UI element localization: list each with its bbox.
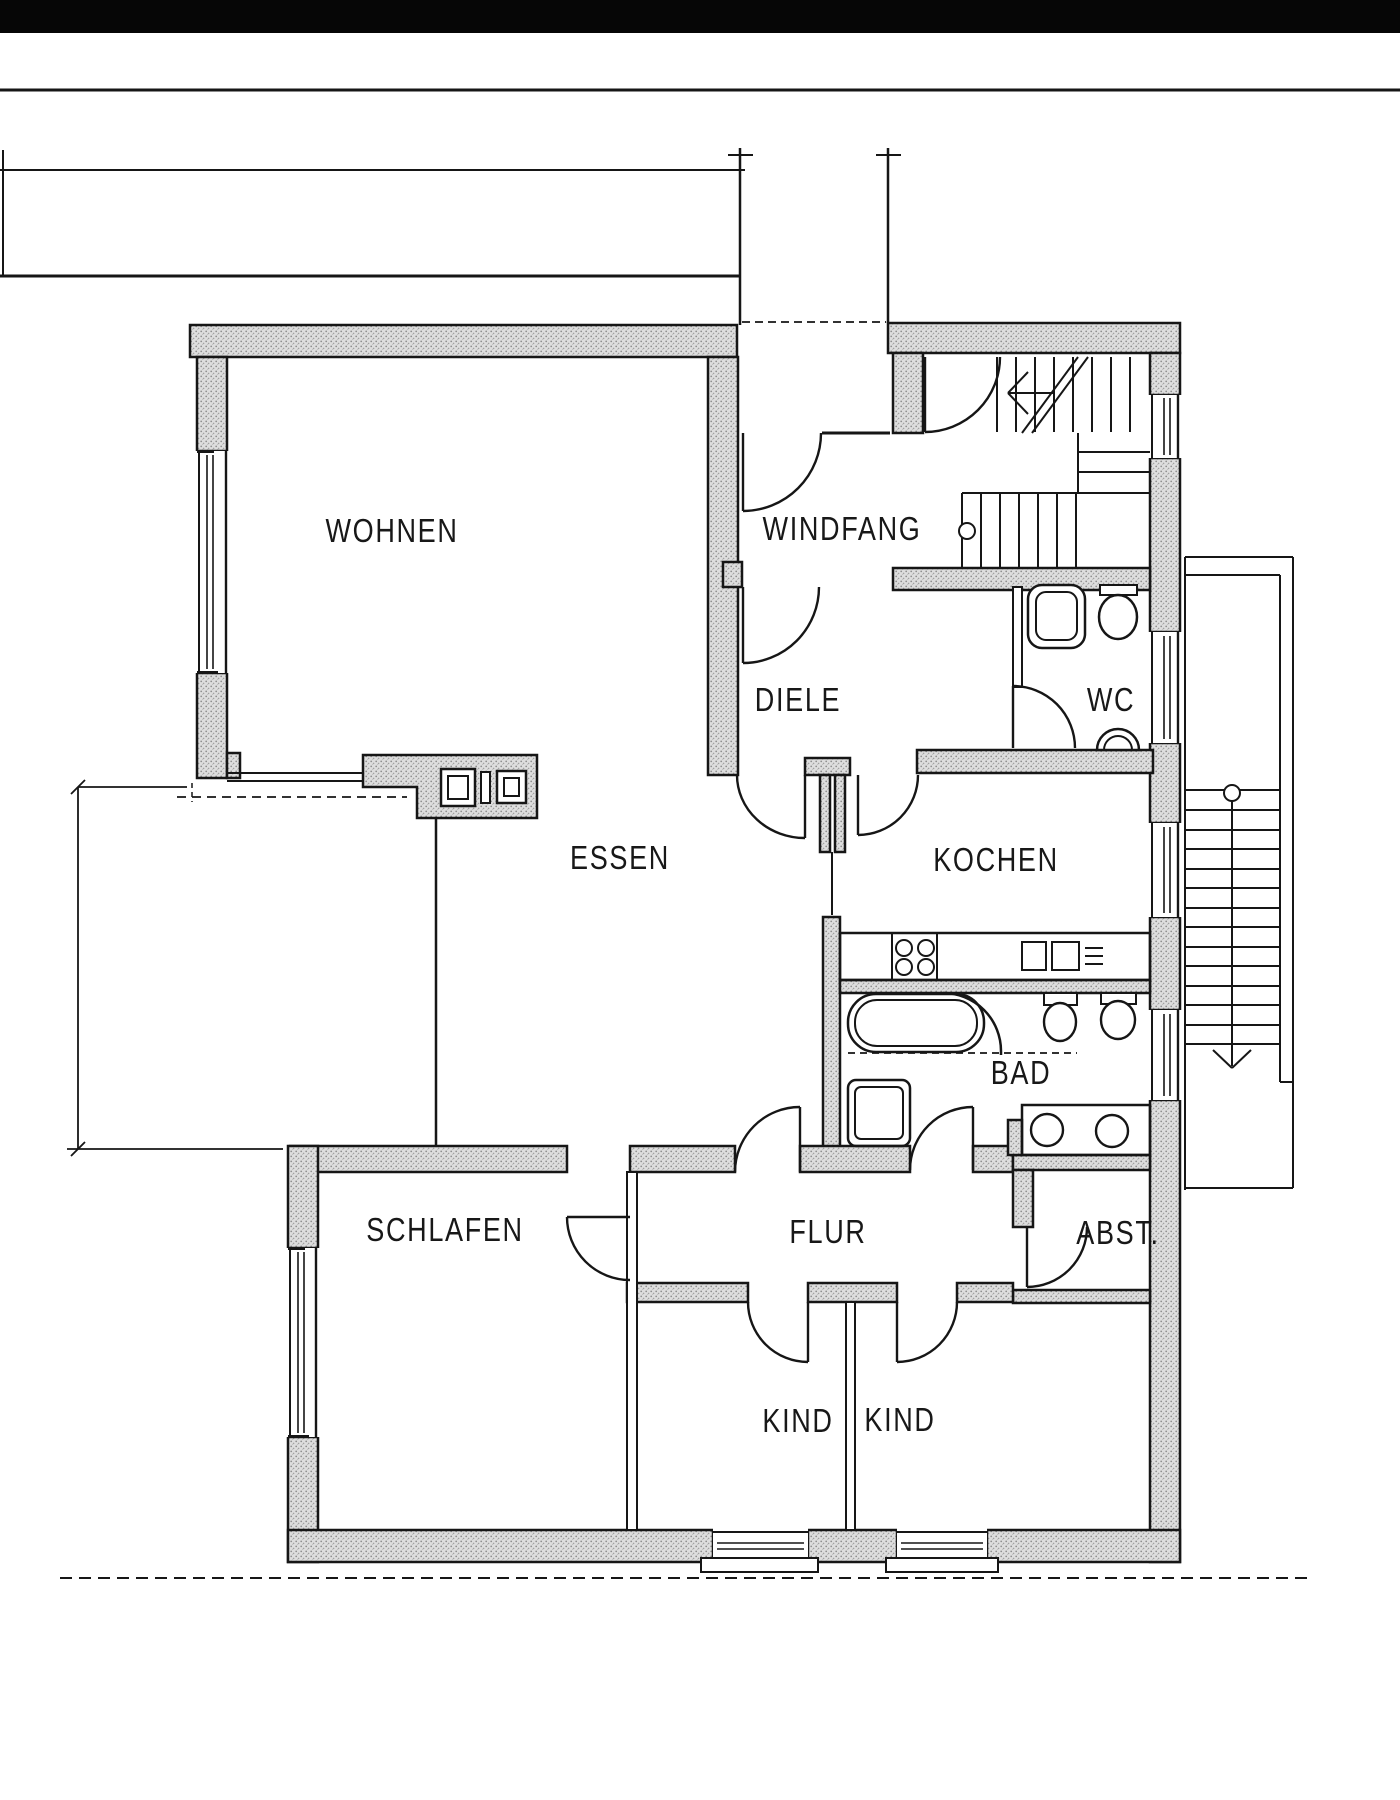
window-schlafen xyxy=(284,1248,320,1437)
newel-post xyxy=(958,522,976,540)
wall-schlafen-east xyxy=(626,1171,638,1531)
room-label-kochen: KOCHEN xyxy=(933,841,1059,878)
wc-toilet xyxy=(1097,593,1139,641)
windfang-diele-door-arc xyxy=(741,586,821,665)
room-label-abst: ABST. xyxy=(1076,1214,1160,1251)
vanity-counter xyxy=(1020,1103,1152,1157)
stairwell-door-arc xyxy=(923,356,1002,434)
abst-door-arc xyxy=(1025,1226,1089,1289)
bad-door-arc xyxy=(908,1105,975,1171)
room-label-wc: WC xyxy=(1086,681,1136,718)
staircase-interior xyxy=(958,356,1150,568)
bathtub xyxy=(846,992,986,1054)
stair-down-arrow xyxy=(1212,1048,1252,1069)
cooktop xyxy=(895,939,935,976)
window-wc xyxy=(1146,632,1184,743)
window-wohnen xyxy=(193,451,229,673)
scan-top-bar xyxy=(0,0,1400,33)
shower-tray xyxy=(846,1078,912,1148)
window-kind-right xyxy=(885,1526,999,1573)
chimney-flues xyxy=(439,767,528,808)
wall-top-right xyxy=(886,321,1182,355)
window-stairwell xyxy=(1146,395,1184,458)
diele-essen-door-arc xyxy=(735,774,807,840)
wash-basin xyxy=(1094,1113,1130,1149)
staircase-exterior xyxy=(1184,556,1294,1190)
wc-fixtures xyxy=(1026,583,1141,752)
room-label-windfang: WINDFANG xyxy=(762,510,922,547)
schlafen-door-arc xyxy=(565,1215,631,1282)
bad-toilets xyxy=(1042,992,1137,1043)
stair-direction-arrow xyxy=(1007,371,1055,415)
room-label-kind-right: KIND xyxy=(864,1401,936,1438)
dimension-line xyxy=(67,779,283,1157)
bad-fixtures xyxy=(846,991,1152,1157)
kind-left-door-arc xyxy=(746,1301,810,1364)
window-kind-left xyxy=(700,1526,819,1573)
newel-post xyxy=(1223,784,1241,802)
room-label-bad: BAD xyxy=(990,1054,1052,1091)
wash-basin xyxy=(1029,1112,1065,1148)
wall-wc-west xyxy=(1012,586,1023,688)
kitchen-sink xyxy=(1021,941,1103,971)
kind-right-door-arc xyxy=(895,1301,959,1364)
wc-basin xyxy=(1095,727,1141,752)
sliding-door-pocket xyxy=(833,773,847,854)
open-boundaries xyxy=(60,431,1310,1579)
tub-surround xyxy=(942,991,1003,1055)
window-bad xyxy=(1146,1010,1184,1100)
doors xyxy=(565,356,1089,1364)
window-kochen xyxy=(1146,823,1184,917)
kitchen-counter xyxy=(838,931,1152,982)
room-label-diele: DIELE xyxy=(754,681,842,718)
room-label-wohnen: WOHNEN xyxy=(325,512,459,549)
room-label-essen: ESSEN xyxy=(570,839,670,876)
entrance-door-arc xyxy=(741,432,823,513)
thin-partitions xyxy=(626,586,1023,1531)
room-label-schlafen: SCHLAFEN xyxy=(366,1211,524,1248)
wall-kind-partition xyxy=(845,1301,856,1531)
sliding-door-pocket xyxy=(818,773,832,854)
room-label-flur: FLUR xyxy=(789,1213,867,1250)
wall-top-left xyxy=(188,323,739,359)
essen-flur-door-arc xyxy=(733,1105,802,1173)
sliding-door-header xyxy=(803,756,852,777)
windows xyxy=(193,395,1184,1573)
diele-kochen-door-arc xyxy=(856,774,920,837)
room-label-kind-left: KIND xyxy=(762,1402,834,1439)
entrance-porch-walls xyxy=(728,148,901,325)
wc-door-arc xyxy=(1011,684,1077,749)
site-boundary-lines xyxy=(0,88,1400,278)
